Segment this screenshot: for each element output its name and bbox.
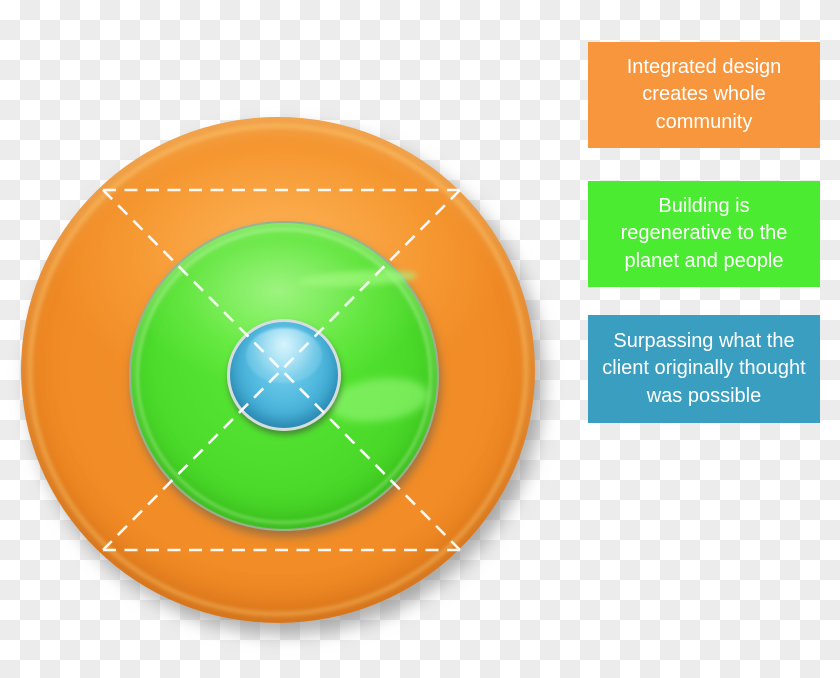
- gloss-streak: [326, 373, 432, 427]
- callout-text: Building is regenerative to the planet a…: [620, 195, 788, 272]
- callout-integrated-design: Integrated design creates whole communit…: [588, 42, 820, 148]
- callout-text: Surpassing what the client originally th…: [602, 330, 806, 407]
- gloss-streak: [298, 267, 418, 290]
- callout-regenerative-building: Building is regenerative to the planet a…: [588, 181, 820, 287]
- callout-text: Integrated design creates whole communit…: [626, 56, 782, 133]
- callout-surpassing-expectations: Surpassing what the client originally th…: [588, 315, 820, 423]
- center-dot-blue: [227, 319, 341, 431]
